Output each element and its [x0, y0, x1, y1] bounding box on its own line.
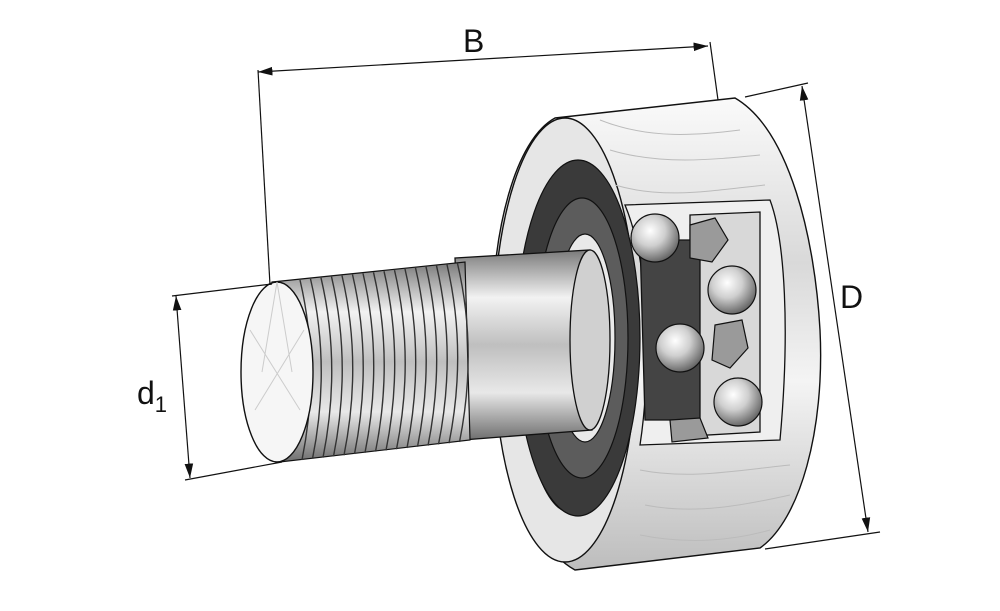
cage	[669, 217, 749, 443]
thread-groove	[372, 272, 385, 452]
thread-groove	[309, 278, 322, 459]
dimension-b-line	[257, 42, 709, 76]
thread-grooves	[299, 263, 469, 461]
ball-row	[630, 213, 763, 427]
outer-ring-shading	[599, 119, 791, 541]
thread-groove	[414, 267, 427, 447]
dimension-d-line	[799, 85, 871, 533]
label-d1-subscript: 1	[155, 392, 167, 417]
ball	[630, 213, 680, 263]
ball	[707, 265, 757, 315]
thread-groove	[362, 273, 375, 453]
thread-groove	[425, 266, 438, 446]
stud-end-face	[240, 281, 314, 463]
thread-groove	[404, 268, 417, 449]
label-b: B	[463, 23, 484, 59]
thread-groove	[446, 264, 459, 444]
label-d: D	[840, 279, 863, 315]
thread-groove	[330, 276, 343, 457]
thread-groove	[456, 263, 469, 443]
dimension-d1-line	[172, 295, 194, 479]
thread-groove	[435, 265, 448, 445]
thread-groove	[341, 275, 354, 456]
stud-shaft	[454, 249, 611, 441]
thread-groove	[383, 271, 396, 451]
thread-groove	[320, 277, 333, 458]
thread-groove	[393, 269, 406, 450]
ball	[655, 323, 705, 373]
thread-groove	[351, 274, 364, 455]
label-d1: d1	[137, 375, 167, 417]
label-d1-base: d	[137, 375, 155, 411]
ball	[713, 377, 763, 427]
dimension-lines	[171, 41, 881, 550]
